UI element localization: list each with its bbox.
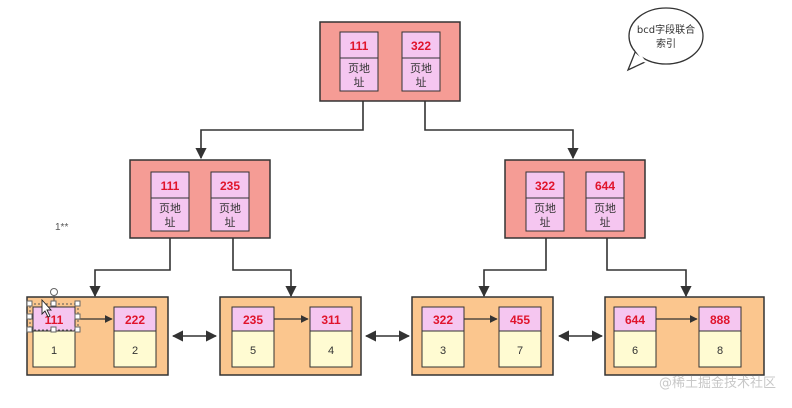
key-label: 322	[535, 179, 555, 193]
speech-bubble: bcd字段联合 索引	[626, 7, 704, 72]
inner-node-right: 322 页地 址 644 页地 址	[504, 159, 646, 239]
page-address-label: 页地	[410, 62, 432, 75]
row-value: 2	[132, 345, 138, 357]
key-label: 235	[243, 313, 263, 327]
edge-left-to-leaf2	[232, 238, 297, 298]
key-label: 888	[710, 313, 730, 327]
bubble-text-line2: 索引	[656, 37, 676, 50]
key-label: 111	[350, 39, 369, 53]
page-address-label: 页地	[594, 202, 616, 215]
edge-left-to-leaf1	[89, 238, 171, 298]
key-label: 311	[321, 313, 341, 327]
page-address-label: 页地	[348, 62, 370, 75]
inner-left-key-2: 235 页地 址	[210, 171, 250, 232]
bubble-text-line1: bcd字段联合	[637, 23, 695, 36]
connectors	[89, 101, 692, 342]
root-node: 111 页地 址 322 页地 址	[319, 21, 461, 102]
row-value: 5	[250, 345, 256, 357]
key-label: 455	[510, 313, 530, 327]
row-value: 1	[51, 345, 57, 357]
leaf-node-3: 322 3 455 7	[411, 296, 554, 376]
leaf-node-1: 111 1 222 2	[26, 288, 169, 376]
selection-handles[interactable]	[26, 288, 81, 333]
inner-node-left: 111 页地 址 235 页地 址	[129, 159, 271, 239]
edge-root-to-left	[195, 101, 364, 160]
key-label: 644	[625, 313, 645, 327]
inner-left-key-1: 111 页地 址	[150, 171, 190, 232]
key-label: 235	[220, 179, 240, 193]
page-address-label: 页地	[219, 202, 241, 215]
inner-right-key-2: 644 页地 址	[585, 171, 625, 232]
page-address-label: 址	[165, 215, 176, 229]
inner-right-key-1: 322 页地 址	[525, 171, 565, 232]
root-key-2: 322 页地 址	[401, 31, 441, 92]
key-label: 322	[433, 313, 453, 327]
page-address-label: 址	[225, 215, 236, 229]
row-value: 6	[632, 345, 638, 357]
edge-right-to-leaf4	[606, 238, 692, 298]
key-label: 644	[595, 179, 615, 193]
row-value: 4	[328, 345, 334, 357]
page-address-label: 页地	[534, 202, 556, 215]
key-label: 222	[125, 313, 145, 327]
leaf-node-4: 644 6 888 8	[604, 296, 765, 376]
key-label: 322	[411, 39, 431, 53]
leaf-node-2: 235 5 311 4	[219, 296, 362, 376]
edge-right-to-leaf3	[478, 238, 547, 298]
page-address-label: 址	[416, 75, 427, 89]
page-address-label: 址	[540, 215, 551, 229]
cursor-icon	[41, 298, 53, 318]
page-address-label: 址	[600, 215, 611, 229]
side-note: 1**	[55, 222, 68, 233]
edge-root-to-right	[424, 101, 579, 160]
watermark: @稀土掘金技术社区	[659, 375, 776, 391]
page-address-label: 址	[354, 75, 365, 89]
page-address-label: 页地	[159, 202, 181, 215]
row-value: 8	[717, 345, 723, 357]
root-key-1: 111 页地 址	[339, 31, 379, 92]
key-label: 111	[161, 179, 180, 193]
row-value: 3	[440, 345, 446, 357]
row-value: 7	[517, 345, 523, 357]
